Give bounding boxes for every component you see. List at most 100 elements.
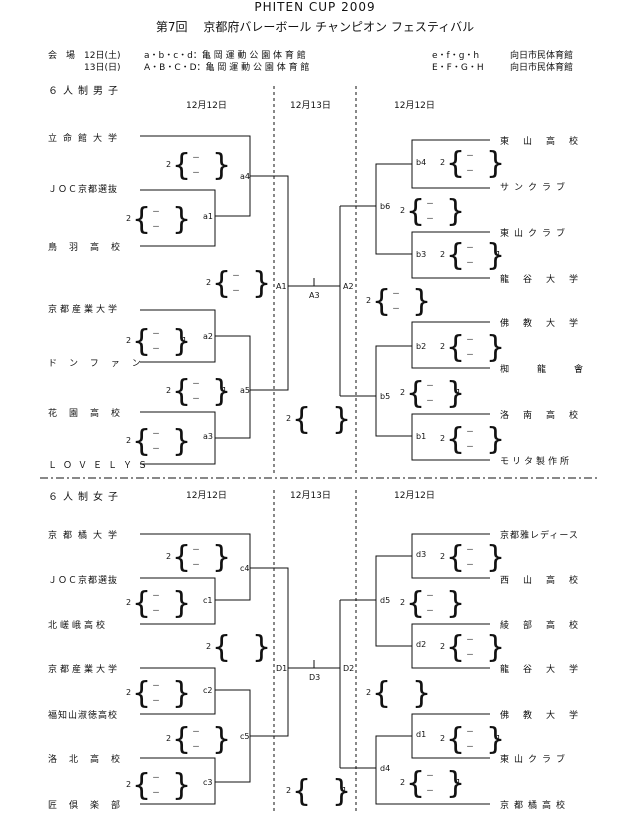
score-box: 2{} [206,630,286,665]
men-left-team-1: 立命館大学 [48,134,124,144]
score-sets-right: 1 [222,386,228,395]
score-sets: 2 [440,642,446,651]
score-dash: － [152,681,160,690]
score-dash: － [192,153,200,162]
men-match-a4: a4 [240,172,250,181]
score-dash: － [152,606,160,615]
open-brace-icon: { [172,374,192,409]
open-brace-icon: { [446,630,466,665]
score-box: 2{}－－ [440,630,520,665]
men-date-left: 12月12日 [186,101,227,111]
open-brace-icon: { [172,148,192,183]
score-sets: 2 [126,688,132,697]
men-match-A3: A3 [309,291,320,300]
women-left-team-7: 匠倶楽部 [48,801,133,811]
women-left-team-2: ＪＯＣ京都選抜 [48,576,119,586]
score-box: 2{}－－ [400,194,480,229]
score-sets: 2 [166,734,172,743]
men-right-team-1: 東山高校 [500,137,593,147]
women-match-c3: c3 [203,778,213,787]
women-match-d5: d5 [380,596,391,605]
score-box: 2{}－－ [126,768,206,803]
close-brace-icon: } [486,540,506,575]
close-brace-icon: } [486,238,506,273]
venue-label: 会 場 [48,51,76,61]
men-right-team-8: モリタ製作所 [500,457,573,467]
score-box: 2{}－－ [400,586,480,621]
men-match-b3: b3 [416,250,427,259]
open-brace-icon: { [406,194,426,229]
open-brace-icon: { [212,630,232,665]
score-box: 2{}－－ [206,266,286,301]
women-section-title: ６人制女子 [48,492,123,503]
score-dash: － [426,199,434,208]
score-sets: 2 [440,250,446,259]
women-right-team-5: 佛教大学 [500,711,593,721]
close-brace-icon: } [486,422,506,457]
open-brace-icon: { [446,540,466,575]
open-brace-icon: { [406,586,426,621]
score-dash: － [466,427,474,436]
close-brace-icon: } [486,330,506,365]
women-match-D2: D2 [343,664,355,673]
score-dash: － [466,650,474,659]
close-brace-icon: } [212,722,232,757]
score-box: 2{}－－ [166,722,246,757]
men-match-a1: a1 [203,212,213,221]
score-box: 2{}－－ [126,676,206,711]
open-brace-icon: { [292,774,312,809]
men-match-a3: a3 [203,432,213,441]
score-dash: － [426,606,434,615]
open-brace-icon: { [446,422,466,457]
score-sets: 2 [440,342,446,351]
score-sets: 2 [126,214,132,223]
score-box: 2{}－－ [440,330,520,365]
venue-courts-1: a・b・c・d：亀 岡 運 動 公 園 体 育 館 [144,51,306,61]
score-sets: 2 [206,642,212,651]
women-date-left: 12月12日 [186,491,227,501]
men-match-b2: b2 [416,342,427,351]
score-box: 2{}－－ [126,586,206,621]
men-match-b4: b4 [416,158,427,167]
women-left-team-4: 京都産業大学 [48,665,121,675]
score-sets-right: 1 [456,388,462,397]
open-brace-icon: { [132,586,152,621]
close-brace-icon: } [446,194,466,229]
score-dash: － [192,394,200,403]
score-dash: － [466,243,474,252]
open-brace-icon: { [406,766,426,801]
score-sets-right: 1 [496,734,502,743]
open-brace-icon: { [132,676,152,711]
close-brace-icon: } [252,266,272,301]
score-sets: 2 [400,598,406,607]
women-right-team-3: 綾部高校 [500,621,593,631]
women-match-d2: d2 [416,640,427,649]
open-brace-icon: { [132,324,152,359]
close-brace-icon: } [212,148,232,183]
score-dash: － [192,545,200,554]
men-match-a5: a5 [240,386,250,395]
men-left-team-5: ドンファン [48,359,153,369]
score-sets: 2 [440,434,446,443]
score-dash: － [466,727,474,736]
score-dash: － [466,335,474,344]
open-brace-icon: { [172,540,192,575]
women-match-c1: c1 [203,596,213,605]
women-match-D3: D3 [309,673,321,682]
women-left-team-6: 洛北高校 [48,755,133,765]
score-box: 2{}－－ [366,284,446,319]
score-sets: 2 [166,552,172,561]
venue-courts-r-2: E・F・G・H [432,63,484,73]
men-left-team-6: 花園高校 [48,409,133,419]
close-brace-icon: } [486,146,506,181]
open-brace-icon: { [292,402,312,437]
close-brace-icon: } [172,676,192,711]
close-brace-icon: } [172,586,192,621]
close-brace-icon: } [332,774,352,809]
score-dash: － [392,304,400,313]
score-box: 2{}1 [286,774,366,809]
close-brace-icon: } [446,376,466,411]
score-dash: － [466,151,474,160]
venue-date-1: 12日(土) [84,51,121,61]
